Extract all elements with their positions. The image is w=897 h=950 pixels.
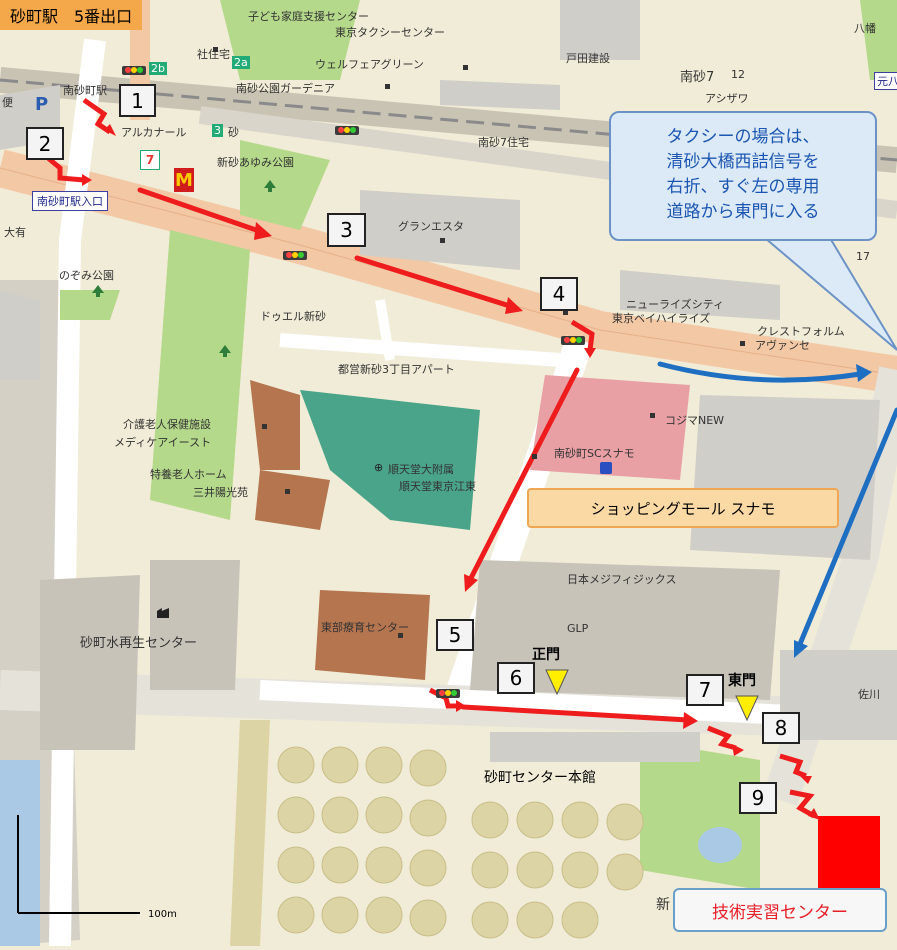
map-label: クレストフォルム xyxy=(757,325,845,338)
map-label: 新砂あゆみ公園 xyxy=(217,156,294,169)
parking-icon: P xyxy=(35,94,49,115)
map-label: 便 xyxy=(2,96,13,109)
step-4: 4 xyxy=(540,277,578,311)
treatment-tanks xyxy=(277,746,644,939)
station-entrance-label: 南砂町駅入口 xyxy=(32,191,108,211)
map-label: メディケアイースト xyxy=(114,436,212,449)
step-3: 3 xyxy=(327,213,366,247)
taxi-route xyxy=(657,361,897,647)
traffic-signal-icon xyxy=(283,251,307,260)
map-label: 順天堂東京江東 xyxy=(399,480,476,493)
step-9: 9 xyxy=(739,782,777,814)
step-8: 8 xyxy=(762,712,800,744)
map-label: 17 xyxy=(856,250,870,263)
main-gate-label: 正門 xyxy=(532,647,560,663)
east-gate-marker xyxy=(735,695,759,722)
map-label: 砂 xyxy=(228,126,239,139)
walking-route xyxy=(137,187,691,723)
map-label: グランエスタ xyxy=(398,220,464,233)
juntendo-hospital xyxy=(300,390,480,530)
map-label: 順天堂大附属 xyxy=(388,463,454,476)
map-label: 子ども家庭支援センター xyxy=(248,10,369,23)
map-label: 佐川 xyxy=(858,688,880,701)
step-5: 5 xyxy=(436,619,474,651)
map-label: 八幡 xyxy=(854,22,876,35)
traffic-signal-icon xyxy=(561,336,585,345)
seven-eleven-icon: 7 xyxy=(140,150,160,170)
main-gate-marker xyxy=(545,669,569,696)
map-label: 南砂町駅 xyxy=(63,84,107,97)
map-label: ドゥエル新砂 xyxy=(260,310,326,323)
map-label: アルカナール xyxy=(121,126,187,139)
pond-water xyxy=(698,827,742,863)
step-6: 6 xyxy=(497,662,535,694)
taxi-note-line: タクシーの場合は、 xyxy=(666,127,820,147)
taxi-note-line: 道路から東門に入る xyxy=(666,202,820,222)
traffic-signal-icon xyxy=(122,66,146,75)
map-label: 新 xyxy=(656,897,670,913)
map-label: アシザワ xyxy=(705,92,749,105)
map-label: ウェルフェアグリーン xyxy=(315,58,424,71)
map-label: 大有 xyxy=(4,226,26,239)
taxi-note-line: 清砂大橋西詰信号を xyxy=(666,152,820,172)
mcdonalds-icon: M xyxy=(174,168,194,192)
map-label: のぞみ公園 xyxy=(59,269,114,282)
training-center-building xyxy=(818,816,880,892)
map-label: 南砂公園ガーデニア xyxy=(236,82,335,95)
traffic-signal-icon xyxy=(436,689,460,698)
map-label: 特養老人ホーム xyxy=(150,468,227,481)
park-icon xyxy=(92,180,276,357)
map-label: 東京ベイハイライズ xyxy=(612,312,711,325)
map-label: 2b xyxy=(149,62,167,75)
map-label: 元八 xyxy=(874,72,897,90)
map-label: 都営新砂3丁目アパート xyxy=(338,363,455,376)
map-label: 戸田建設 xyxy=(566,52,610,65)
scale-label: 100m xyxy=(148,909,177,920)
honkan-label: 砂町センター本館 xyxy=(484,770,596,786)
bus-stop-icon xyxy=(600,462,612,474)
taxi-note-line: 右折、すぐ左の専用 xyxy=(666,177,820,197)
step-1: 1 xyxy=(119,84,156,117)
kojima-building xyxy=(530,375,690,480)
map-label: コジマNEW xyxy=(665,414,725,427)
map-label: 3 xyxy=(212,124,223,137)
traffic-signal-icon xyxy=(335,126,359,135)
step-7: 7 xyxy=(686,674,724,706)
map-label: 日本メジフィジックス xyxy=(567,573,677,586)
training-center-label: 技術実習センター xyxy=(673,888,887,932)
map-label: 砂町水再生センター xyxy=(80,636,198,651)
scale-bar-icon xyxy=(17,815,140,914)
map-label: 介護老人保健施設 xyxy=(123,418,211,431)
hospital-icon: ⊕ xyxy=(374,461,384,474)
canal-water xyxy=(0,760,40,946)
glp-warehouse xyxy=(470,560,780,700)
map-label: ニューライズシティ xyxy=(626,298,725,311)
factory-icon xyxy=(157,608,169,618)
map-label: 東部療育センター xyxy=(321,621,409,634)
map-label: 三井陽光苑 xyxy=(193,486,248,499)
step-2: 2 xyxy=(26,127,64,160)
map-label: 南砂町SCスナモ xyxy=(554,447,635,460)
map-label: 東京タクシーセンター xyxy=(335,26,445,39)
station-title: 砂町駅 5番出口 xyxy=(0,0,143,30)
map-label: 2a xyxy=(232,56,250,69)
honkan-garden xyxy=(640,740,760,890)
map-label: 南砂7 xyxy=(680,70,715,85)
map-label: 社住宅 xyxy=(197,48,230,61)
map-label: GLP xyxy=(567,622,589,635)
park-area xyxy=(150,230,250,520)
mall-label: ショッピングモール スナモ xyxy=(527,488,839,528)
taxi-note-callout: タクシーの場合は、 清砂大橋西詰信号を 右折、すぐ左の専用 道路から東門に入る xyxy=(609,111,877,241)
map-label: 12 xyxy=(731,68,745,81)
map-label: アヴァンセ xyxy=(755,339,810,352)
map-label: 南砂7住宅 xyxy=(478,136,529,149)
east-gate-label: 東門 xyxy=(728,673,756,689)
